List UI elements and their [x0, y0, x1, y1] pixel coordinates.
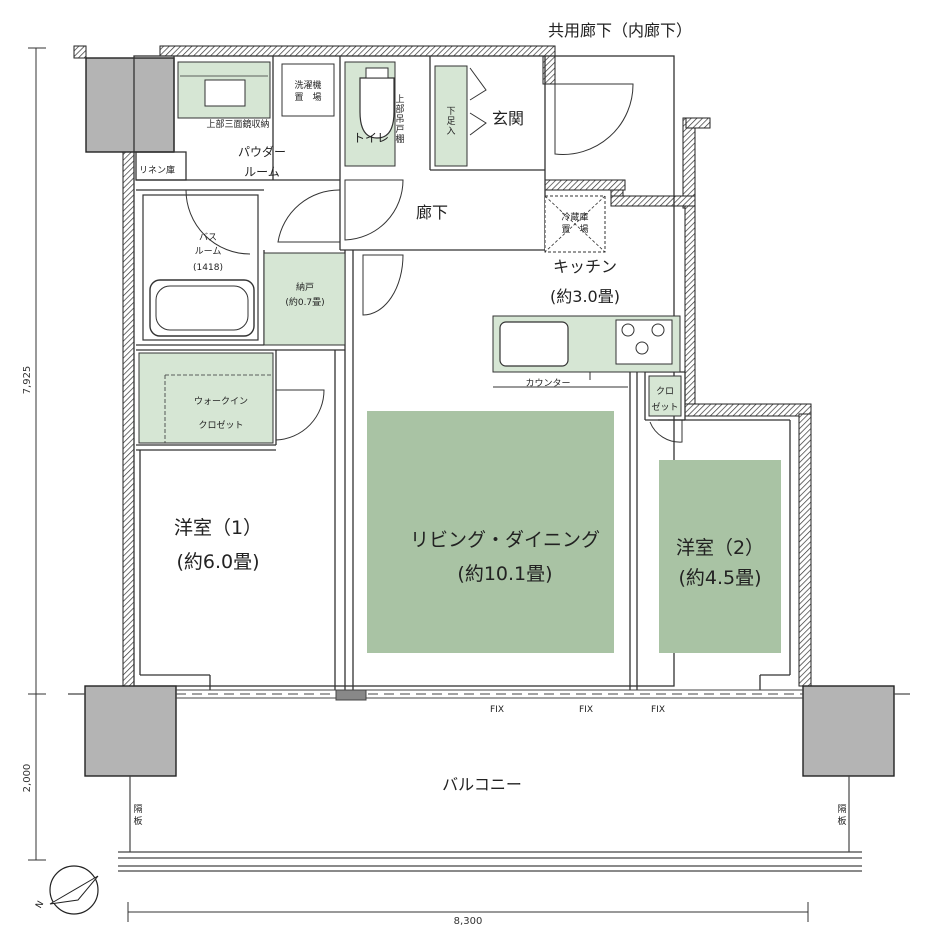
walkin-label-1: ウォークイン [194, 396, 248, 407]
storage-label-1: 納戸 [296, 281, 314, 293]
washer-label-1: 洗濯機 [294, 79, 321, 91]
partition-char: 隔 [133, 804, 142, 815]
shoe-box [434, 65, 468, 167]
fix-label: FIX [579, 705, 593, 715]
washer-label-2: 置 場 [294, 91, 321, 103]
kitchen-sink [499, 321, 569, 367]
dimension-height-main: 7,925 [22, 366, 33, 395]
bathtub [149, 279, 255, 337]
shoe-box-char: 下 [446, 107, 455, 117]
hallway-label: 廊下 [416, 203, 448, 222]
upper-cabinet-label: 上 部 吊 戸 棚 [395, 94, 404, 145]
walkin-closet [138, 352, 274, 444]
fix-label: FIX [651, 705, 665, 715]
powder-room-label-2: ルーム [244, 165, 280, 179]
dimension-height-balcony: 2,000 [22, 764, 33, 793]
closet-2-door [649, 420, 683, 443]
fridge-label-1: 冷蔵庫 [561, 211, 588, 223]
upper-cabinet-char: 吊 [395, 114, 404, 125]
western-room-1-label-1: 洋室（1） [174, 517, 262, 539]
partition-char: 隔 [837, 804, 846, 815]
compass-north-label: N [34, 900, 46, 911]
walkin-door [275, 389, 325, 441]
living-dining-floor [367, 411, 614, 653]
door-swings [185, 67, 683, 443]
upper-cabinet-char: 上 [395, 94, 404, 105]
bath-door [185, 189, 251, 255]
linen-label: リネン庫 [139, 164, 175, 176]
balcony-outline [68, 693, 910, 872]
shoe-box-door-upper [469, 67, 487, 101]
upper-cabinet-char: 棚 [395, 133, 404, 145]
shoe-box-door-lower [469, 112, 487, 136]
powder-room-label-1: パウダー [238, 144, 286, 159]
closet-2-label-2: ゼット [651, 401, 678, 413]
entrance-label: 玄関 [492, 109, 524, 128]
powder-door [277, 189, 341, 243]
room-floors [367, 411, 781, 653]
bath-label-2: ルーム [195, 246, 222, 257]
shoe-box-label: 下 足 入 [446, 107, 455, 137]
western-room-2-label-2: (約4.5畳) [678, 567, 761, 589]
upper-cabinet-char: 部 [395, 103, 404, 115]
entrance-door [554, 83, 634, 155]
kitchen-label-1: キッチン [553, 257, 617, 276]
closet-2 [648, 375, 682, 417]
balcony-windows [176, 689, 803, 701]
fridge-label-2: 置 場 [561, 223, 588, 235]
partition-char: 板 [837, 815, 846, 827]
storage-door [362, 254, 404, 316]
partition-label-left: 隔 板 [133, 804, 142, 827]
balcony-label: バルコニー [442, 775, 522, 794]
hallway-door [344, 179, 404, 241]
exterior-walls [73, 45, 812, 687]
western-room-2-floor [659, 460, 781, 653]
bath-label-1: バス [199, 232, 217, 243]
partition-label-right: 隔 板 [837, 804, 846, 827]
corridor-label: 共用廊下（内廊下） [548, 21, 692, 40]
living-dining-label-2: (約10.1畳) [457, 563, 552, 585]
storage-label-2: (約0.7畳) [285, 296, 324, 308]
upper-cabinet-char: 戸 [395, 124, 404, 135]
compass [49, 865, 99, 915]
mirror-storage-label: 上部三面鏡収納 [206, 118, 269, 130]
closet-2-label-1: クロ [656, 386, 674, 397]
pillars [84, 57, 895, 777]
shoe-box-char: 入 [446, 126, 455, 137]
washer-space [281, 63, 335, 117]
partition-char: 板 [133, 815, 142, 827]
walkin-label-2: クロゼット [198, 419, 243, 431]
toilet-bowl [359, 77, 395, 139]
interior-walls [133, 55, 791, 690]
counter-label: カウンター [525, 378, 570, 389]
living-dining-label-1: リビング・ダイニング [410, 529, 600, 551]
bath-size-label: (1418) [193, 263, 223, 273]
western-room-1-label-2: (約6.0畳) [176, 551, 259, 573]
shoe-box-char: 足 [446, 116, 455, 127]
kitchen-label-2: (約3.0畳) [550, 287, 620, 306]
fixtures [138, 61, 682, 444]
fix-label: FIX [490, 705, 504, 715]
dimension-width: 8,300 [454, 916, 483, 927]
dimension-lines [28, 47, 809, 922]
toilet-label: トイレ [353, 131, 389, 145]
storage-closet [263, 252, 346, 346]
western-room-2-label-1: 洋室（2） [676, 537, 764, 559]
